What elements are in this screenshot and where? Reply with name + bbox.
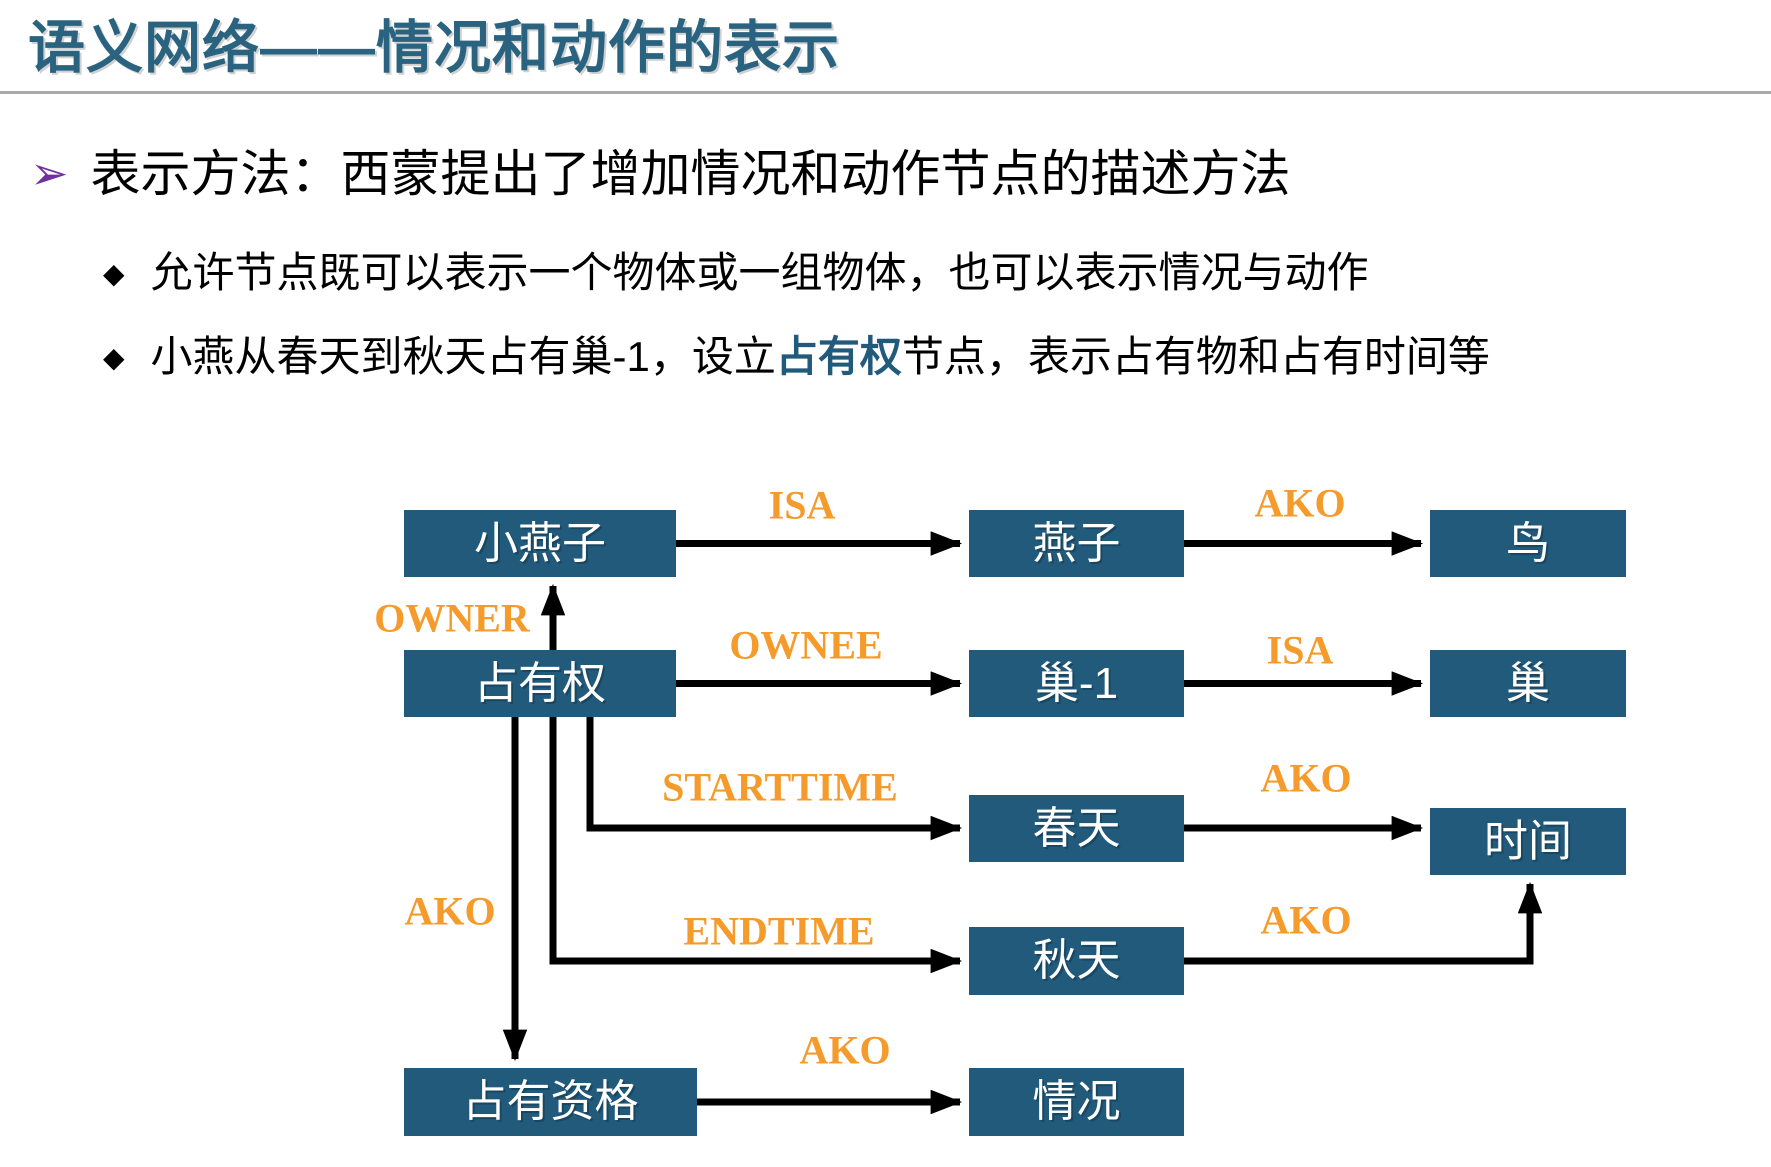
main-bullet: ➢ 表示方法：西蒙提出了增加情况和动作节点的描述方法 (30, 142, 1291, 207)
edge-label-ownee: OWNEE (729, 622, 883, 668)
sub-bullet-2-post: 节点，表示占有物和占有时间等 (901, 333, 1490, 380)
edge-label-ako-1: AKO (1254, 480, 1346, 526)
node-chao-1: 巢-1 (969, 650, 1184, 717)
node-xiaoyanzi: 小燕子 (404, 510, 676, 577)
edge-label-isa-1: ISA (768, 482, 836, 528)
edge-label-ako-3: AKO (1260, 897, 1352, 943)
edge-label-endtime: ENDTIME (683, 908, 875, 954)
node-shijian: 时间 (1430, 808, 1626, 875)
edge-ako-qiutian-shijian (1184, 881, 1543, 965)
edge-endtime-zhanyouquan-qiutian (549, 717, 963, 974)
diamond-bullet-icon: ◆ (103, 342, 125, 373)
sub-bullet-2-highlight: 占有权 (775, 333, 902, 380)
main-bullet-text: 表示方法：西蒙提出了增加情况和动作节点的描述方法 (90, 146, 1291, 202)
edge-label-starttime: STARTTIME (662, 764, 898, 810)
node-qingkuang: 情况 (969, 1068, 1184, 1136)
sub-bullet-2-pre: 小燕从春天到秋天占有巢-1，设立 (150, 333, 776, 380)
node-chuntian: 春天 (969, 795, 1184, 862)
node-qiutian: 秋天 (969, 927, 1184, 995)
sub-bullet-2-text: 小燕从春天到秋天占有巢-1，设立占有权节点，表示占有物和占有时间等 (151, 330, 1490, 385)
node-niao: 鸟 (1430, 510, 1626, 577)
diamond-bullet-icon: ◆ (103, 258, 125, 289)
sub-bullet-2: ◆ 小燕从春天到秋天占有巢-1，设立占有权节点，表示占有物和占有时间等 (103, 330, 1490, 385)
sub-bullet-1-text: 允许节点既可以表示一个物体或一组物体，也可以表示情况与动作 (150, 249, 1369, 296)
edge-label-ako-5: AKO (799, 1027, 891, 1073)
edge-label-isa-2: ISA (1266, 627, 1334, 673)
sub-bullet-1: ◆ 允许节点既可以表示一个物体或一组物体，也可以表示情况与动作 (103, 246, 1369, 301)
node-yanzi: 燕子 (969, 510, 1184, 577)
edge-label-ako-2: AKO (1260, 755, 1352, 801)
edge-label-ako-4: AKO (404, 888, 496, 934)
edge-label-owner: OWNER (374, 595, 530, 641)
arrow-bullet-icon: ➢ (30, 147, 69, 199)
page-title: 语义网络——情况和动作的表示 (28, 16, 840, 80)
node-zhanyouzige: 占有资格 (404, 1068, 697, 1136)
node-zhanyouquan: 占有权 (404, 650, 676, 717)
node-chao: 巢 (1430, 650, 1626, 717)
edge-starttime-zhanyouquan-chuntian (586, 717, 963, 841)
title-divider (0, 91, 1771, 94)
